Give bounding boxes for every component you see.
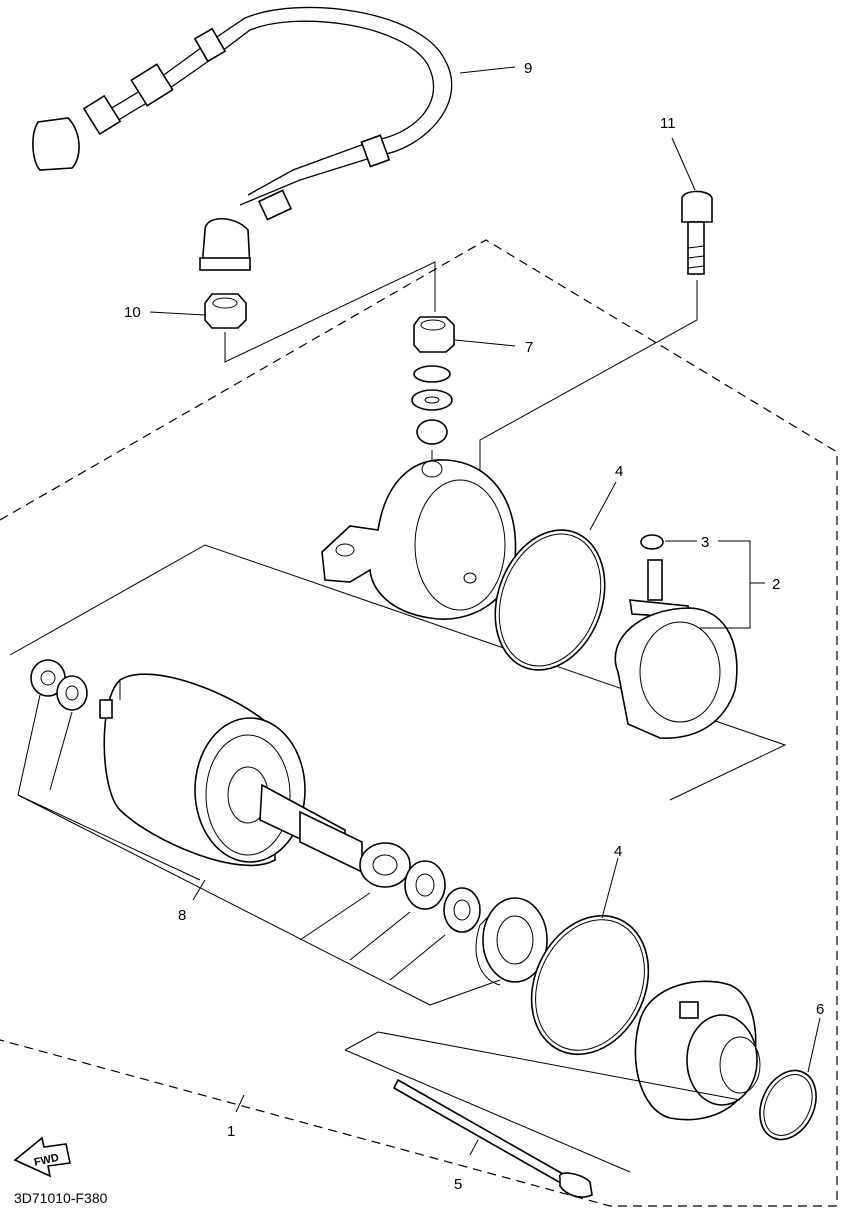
washer-b — [411, 389, 453, 411]
washer-a — [413, 365, 451, 383]
callout-9: 9 — [524, 60, 532, 77]
callout-3: 3 — [701, 534, 709, 551]
washer-3 — [640, 534, 664, 550]
shim-3 — [443, 887, 481, 933]
callout-4-lower: 4 — [614, 843, 622, 860]
bolt-11 — [681, 190, 713, 275]
front-cover — [634, 980, 761, 1121]
washer-left-2 — [56, 675, 88, 711]
callout-11: 11 — [660, 115, 676, 132]
shim-2 — [404, 860, 446, 910]
washer-c — [416, 419, 448, 445]
callout-7: 7 — [525, 339, 533, 356]
callout-4-upper: 4 — [615, 463, 623, 480]
motor-group-outline — [9, 544, 787, 801]
o-ring-6 — [759, 1069, 817, 1141]
fwd-label: FWD — [33, 1152, 60, 1169]
shim-1 — [359, 842, 411, 888]
callout-2: 2 — [772, 576, 780, 593]
callout-5: 5 — [454, 1176, 462, 1193]
o-ring-lower — [530, 914, 650, 1056]
through-bolt-5 — [392, 1078, 593, 1198]
callout-10: 10 — [124, 304, 141, 321]
starter-motor-body — [99, 673, 363, 874]
nut-7 — [413, 316, 455, 353]
o-ring-upper — [494, 529, 606, 671]
callout-1: 1 — [227, 1123, 235, 1140]
callout-8: 8 — [178, 907, 186, 924]
brush-holder-plate — [614, 559, 738, 739]
assembly-boundary — [0, 239, 838, 1207]
diagram-code: 3D71010-F380 — [14, 1190, 108, 1206]
rear-cover — [321, 459, 517, 620]
starter-cable — [32, 6, 453, 271]
nut-10 — [204, 293, 247, 329]
fwd-arrow: FWD — [13, 1136, 71, 1178]
callout-6: 6 — [816, 1001, 824, 1018]
front-bearing — [475, 897, 548, 986]
